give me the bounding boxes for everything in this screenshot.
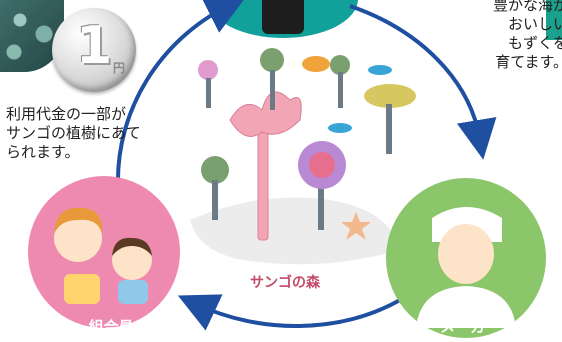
arrow-left-to-top [115, 0, 246, 187]
coral-forest-label: サンゴの森 [250, 275, 320, 291]
members-label: 組合員 [88, 318, 134, 336]
members-illustration [54, 207, 152, 304]
caption-right-line-1: 豊かな海が [492, 0, 562, 14]
members-node [28, 176, 180, 328]
caption-right-line-3: もずくを [507, 34, 562, 52]
arrow-top-to-right [349, 4, 497, 160]
caption-right-line-2: おいしい [507, 15, 562, 33]
maker-node [386, 178, 546, 338]
caption-right-line-4: 育てます。 [495, 53, 562, 71]
diver-illustration [262, 0, 304, 34]
sea-corner [546, 0, 562, 40]
caption-right: 豊かな海が おいしい もずくを 育てます。 [418, 0, 562, 72]
caption-left-line-1: 利用代金の一部が [6, 105, 127, 123]
caption-left-line-2: サンゴの植樹にあて [6, 124, 141, 142]
caption-left: 利用代金の一部が サンゴの植樹にあて られます。 [6, 105, 206, 162]
one-yen-coin [52, 8, 136, 92]
maker-label: メーカー [439, 318, 500, 336]
coral-forest-illustration [190, 48, 416, 265]
caption-left-line-3: られます。 [6, 143, 80, 161]
maker-illustration [416, 207, 516, 328]
arrow-right-to-left [177, 294, 401, 331]
coin-numeral: 1 [76, 16, 113, 76]
coin-unit: 円 [113, 61, 126, 75]
